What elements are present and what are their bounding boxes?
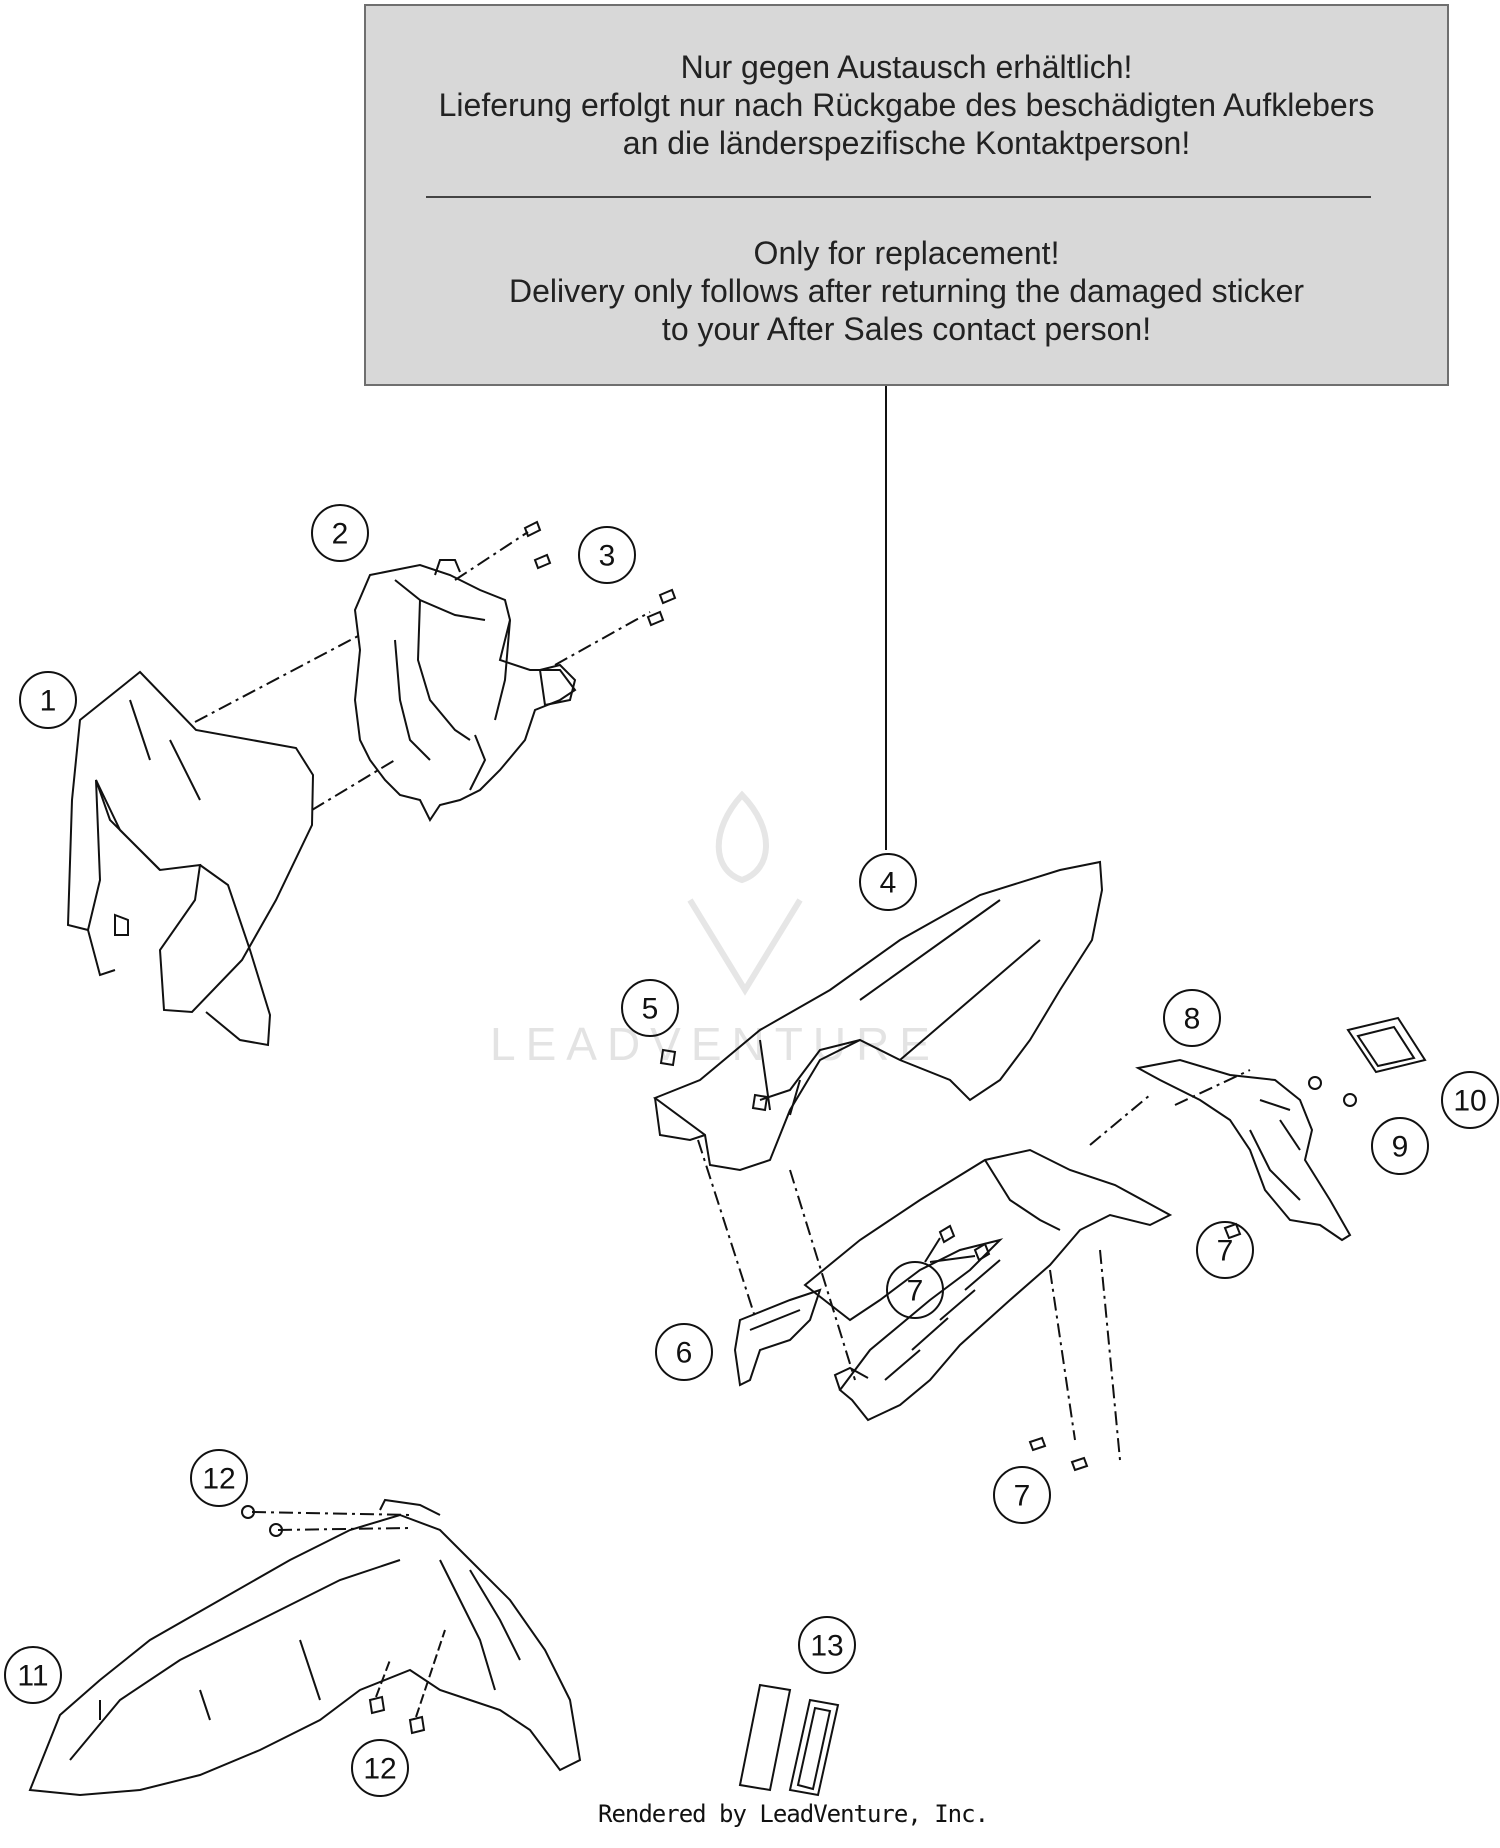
screw-icon [523, 520, 677, 627]
leader-part-7-lower-2 [1099, 1249, 1121, 1461]
nut-icon [241, 1505, 255, 1519]
callout-3-label: 3 [599, 540, 616, 573]
notice-german: Nur gegen Austausch erhältlich! Lieferun… [366, 48, 1447, 162]
callout-1-label: 1 [40, 685, 57, 718]
notice-de-line-1: Nur gegen Austausch erhältlich! [680, 49, 1133, 85]
bolt-icon [1070, 1456, 1089, 1472]
bolt-icon [659, 1048, 677, 1067]
callout-12-bottom-label: 12 [363, 1753, 396, 1786]
callout-8 [1163, 989, 1221, 1047]
notice-de-line-3: an die länderspezifische Kontaktperson! [622, 125, 1191, 161]
license-plate-holder [1135, 1058, 1352, 1242]
leader-part-12-top-2 [277, 1527, 411, 1531]
callout-13 [798, 1616, 856, 1674]
callout-12-bottom [351, 1739, 409, 1797]
watermark-logo [687, 790, 803, 996]
callout-12-top-label: 12 [202, 1463, 235, 1496]
headlight-mask [66, 670, 315, 1047]
bolt-icon [973, 1242, 991, 1262]
callout-11 [4, 1646, 62, 1704]
callout-6 [655, 1323, 713, 1381]
leader-part-5 [697, 1139, 757, 1321]
leader-screw-2 [454, 531, 529, 581]
callout-1 [19, 671, 77, 729]
side-panel [733, 1288, 822, 1387]
leader-part-12-top [251, 1511, 413, 1516]
callout-4 [859, 853, 917, 911]
reflector-inner [1356, 1025, 1416, 1068]
rear-mudguard [803, 1148, 1173, 1422]
callout-7-mid-label: 7 [907, 1275, 924, 1308]
notice-en-line-2: Delivery only follows after returning th… [508, 273, 1305, 309]
notice-en-line-1: Only for replacement! [753, 235, 1060, 271]
watermark-text: LEADVENTURE [490, 1018, 940, 1070]
callout-2 [311, 504, 369, 562]
callout-13-label: 13 [810, 1630, 843, 1663]
rear-fender [652, 860, 1104, 1172]
reflector [1346, 1016, 1427, 1074]
nut-icon [269, 1523, 283, 1537]
notice-de-line-2: Lieferung erfolgt nur nach Rückgabe des … [438, 87, 1375, 123]
leader-part-7-lower-1 [1049, 1269, 1076, 1441]
headlight-bracket [353, 559, 577, 822]
bolt-icon [751, 1093, 769, 1112]
callout-7-right [1196, 1221, 1254, 1279]
notice-en-line-3: to your After Sales contact person! [661, 311, 1152, 347]
callout-3 [578, 526, 636, 584]
leader-mask-upper [194, 634, 361, 723]
leader-screw-3 [554, 611, 651, 666]
leader-part-8 [1089, 1094, 1151, 1146]
callout-9 [1371, 1117, 1429, 1175]
callout-11-label: 11 [17, 1660, 48, 1693]
callout-7-mid [886, 1261, 944, 1319]
callout-9-label: 9 [1392, 1131, 1409, 1164]
bolt-icon [1028, 1436, 1047, 1452]
callout-2-label: 2 [332, 518, 349, 551]
callout-10-label: 10 [1453, 1085, 1486, 1118]
footer-credit: Rendered by LeadVenture, Inc. [598, 1800, 989, 1828]
bolt-icon [408, 1715, 426, 1735]
callout-4-label: 4 [880, 867, 897, 900]
leader-part-12-bottom [375, 1659, 391, 1698]
callout-bubbles [4, 504, 1499, 1797]
notice-divider [426, 196, 1371, 198]
callout-5-label: 5 [642, 993, 659, 1026]
leader-part-7-mid [924, 1237, 941, 1263]
nut-icon [1308, 1076, 1322, 1090]
leader-part-4-lower [789, 1169, 856, 1381]
notice-english: Only for replacement! Delivery only foll… [366, 234, 1447, 348]
callout-5 [621, 979, 679, 1037]
bolt-icon [368, 1695, 386, 1715]
callout-6-label: 6 [676, 1337, 693, 1370]
leader-part-12-bottom-2 [415, 1629, 446, 1718]
callout-7-right-label: 7 [1217, 1235, 1234, 1268]
leader-part-8b [1174, 1069, 1251, 1106]
replacement-notice-box: Nur gegen Austausch erhältlich! Lieferun… [364, 4, 1449, 386]
bolt-icon [1223, 1222, 1242, 1240]
bolt-icon [938, 1224, 956, 1244]
front-fender [28, 1498, 582, 1797]
callout-7-lower [993, 1466, 1051, 1524]
callout-10 [1441, 1071, 1499, 1129]
callout-12-top [190, 1449, 248, 1507]
sticker-set [738, 1683, 840, 1797]
callout-7-lower-label: 7 [1014, 1480, 1031, 1513]
callout-8-label: 8 [1184, 1003, 1201, 1036]
nut-icon [1343, 1093, 1357, 1107]
leader-part-7-mid-2 [929, 1255, 976, 1263]
leader-mask-lower [311, 759, 396, 811]
